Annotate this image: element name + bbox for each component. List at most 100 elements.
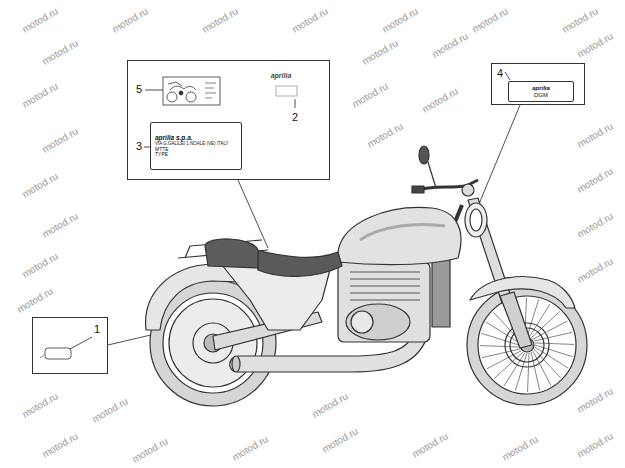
leader-line: [505, 72, 510, 80]
front-wheel: [531, 352, 540, 390]
front-wheel: [534, 332, 572, 341]
watermark: motod.ru: [90, 395, 130, 424]
front-wheel: [529, 304, 550, 337]
motorcycle-body: [500, 292, 532, 348]
watermark: motod.ru: [310, 390, 350, 419]
motorcycle-body: [432, 255, 450, 327]
watermark: motod.ru: [110, 5, 150, 34]
decal-sketch: [167, 92, 177, 102]
watermark: motod.ru: [320, 425, 360, 454]
watermark: motod.ru: [40, 210, 80, 239]
watermark: motod.ru: [575, 30, 615, 59]
motorcycle-body: [338, 207, 461, 264]
callout-number: 2: [292, 111, 298, 124]
decal-text: TYPE: [155, 152, 168, 158]
watermark: motod.ru: [130, 435, 170, 464]
motorcycle-body: [346, 304, 410, 340]
motorcycle-body: [412, 186, 424, 193]
motorcycle-body: [256, 250, 342, 276]
watermark: motod.ru: [500, 433, 540, 462]
motorcycle-body: [338, 262, 430, 342]
motorcycle-body: [428, 162, 436, 188]
callout-number: 4: [497, 67, 503, 80]
motorcycle-body: [360, 225, 445, 240]
watermark: motod.ru: [350, 80, 390, 109]
box-ground: [127, 60, 330, 180]
watermark: motod.ru: [575, 430, 615, 459]
front-wheel: [482, 349, 520, 358]
front-wheel: [531, 311, 560, 338]
decal-text: aprilia: [532, 85, 550, 92]
front-wheel: [528, 353, 530, 392]
watermark: motod.ru: [20, 5, 60, 34]
watermark: motod.ru: [410, 430, 450, 459]
decal-sketch: [276, 86, 297, 96]
decal-text: aprilia: [271, 72, 292, 80]
decal-sketch: [45, 348, 71, 359]
watermark: motod.ru: [40, 37, 80, 66]
motorcycle-body: [462, 184, 474, 196]
watermark: motod.ru: [560, 5, 600, 34]
motorcycle-body: [470, 277, 575, 308]
decal-label: aprilia: [260, 70, 302, 83]
front-wheel: [504, 353, 525, 386]
front-wheel: [480, 346, 519, 348]
watermark: motod.ru: [575, 210, 615, 239]
watermark: motod.ru: [20, 390, 60, 419]
watermark: motod.ru: [380, 5, 420, 34]
watermark: motod.ru: [230, 433, 270, 462]
leader-line: [70, 337, 92, 349]
decal-text: DGM: [534, 92, 548, 99]
motorcycle-body: [470, 209, 482, 231]
watermark: motod.ru: [365, 120, 405, 149]
motorcycle-body: [205, 239, 258, 268]
callout-number: 1: [94, 323, 100, 336]
decal-text: aprilia s.p.a.: [155, 134, 193, 141]
rear-wheel: [163, 293, 263, 393]
front-wheel: [487, 351, 522, 369]
decal-label: apriliaDGM: [508, 81, 574, 102]
leader-line: [70, 72, 520, 349]
watermark: motod.ru: [40, 430, 80, 459]
box-ground: [491, 63, 585, 105]
leader-line: [238, 180, 268, 248]
front-wheel: [534, 349, 561, 378]
decal-sketch: [186, 92, 196, 102]
motorcycle-body: [465, 203, 487, 237]
decal-label: aprilia s.p.a.VIA G.GALILEI 1 NOALE (VE)…: [150, 122, 242, 170]
watermark: motod.ru: [575, 165, 615, 194]
decal-sketch: [40, 355, 44, 358]
leader-line: [145, 90, 163, 91]
watermark: motod.ru: [470, 5, 510, 34]
front-wheel: [535, 347, 568, 368]
watermark: motod.ru: [360, 37, 400, 66]
watermark: motod.ru: [575, 120, 615, 149]
motorcycle-body: [419, 146, 429, 164]
callout-box: 4 apriliaDGM: [491, 63, 585, 105]
watermark: motod.ru: [430, 30, 470, 59]
decal-sketch: [163, 77, 220, 105]
front-wheel: [494, 352, 523, 379]
watermark: motod.ru: [15, 285, 55, 314]
callout-number: 3: [136, 140, 142, 153]
callout-number: 5: [136, 83, 142, 96]
decal-sketch: [205, 83, 216, 98]
watermark: motod.ru: [20, 250, 60, 279]
watermark: motod.ru: [40, 125, 80, 154]
motorcycle-body: [351, 311, 373, 333]
callout-box: 5 2 3 aprilia aprilia s.p.a.VIA G.GALILEI 1 …: [127, 60, 330, 180]
decal-sketch: [168, 82, 182, 86]
callout-box: 1: [32, 317, 108, 374]
front-wheel: [535, 343, 574, 345]
watermark: motod.ru: [20, 170, 60, 199]
motorcycle-body: [232, 356, 240, 372]
watermark: motod.ru: [200, 5, 240, 34]
watermark: motod.ru: [290, 5, 330, 34]
box-ground: [32, 317, 108, 374]
watermark: motod.ru: [575, 255, 615, 284]
front-wheel: [533, 321, 568, 339]
